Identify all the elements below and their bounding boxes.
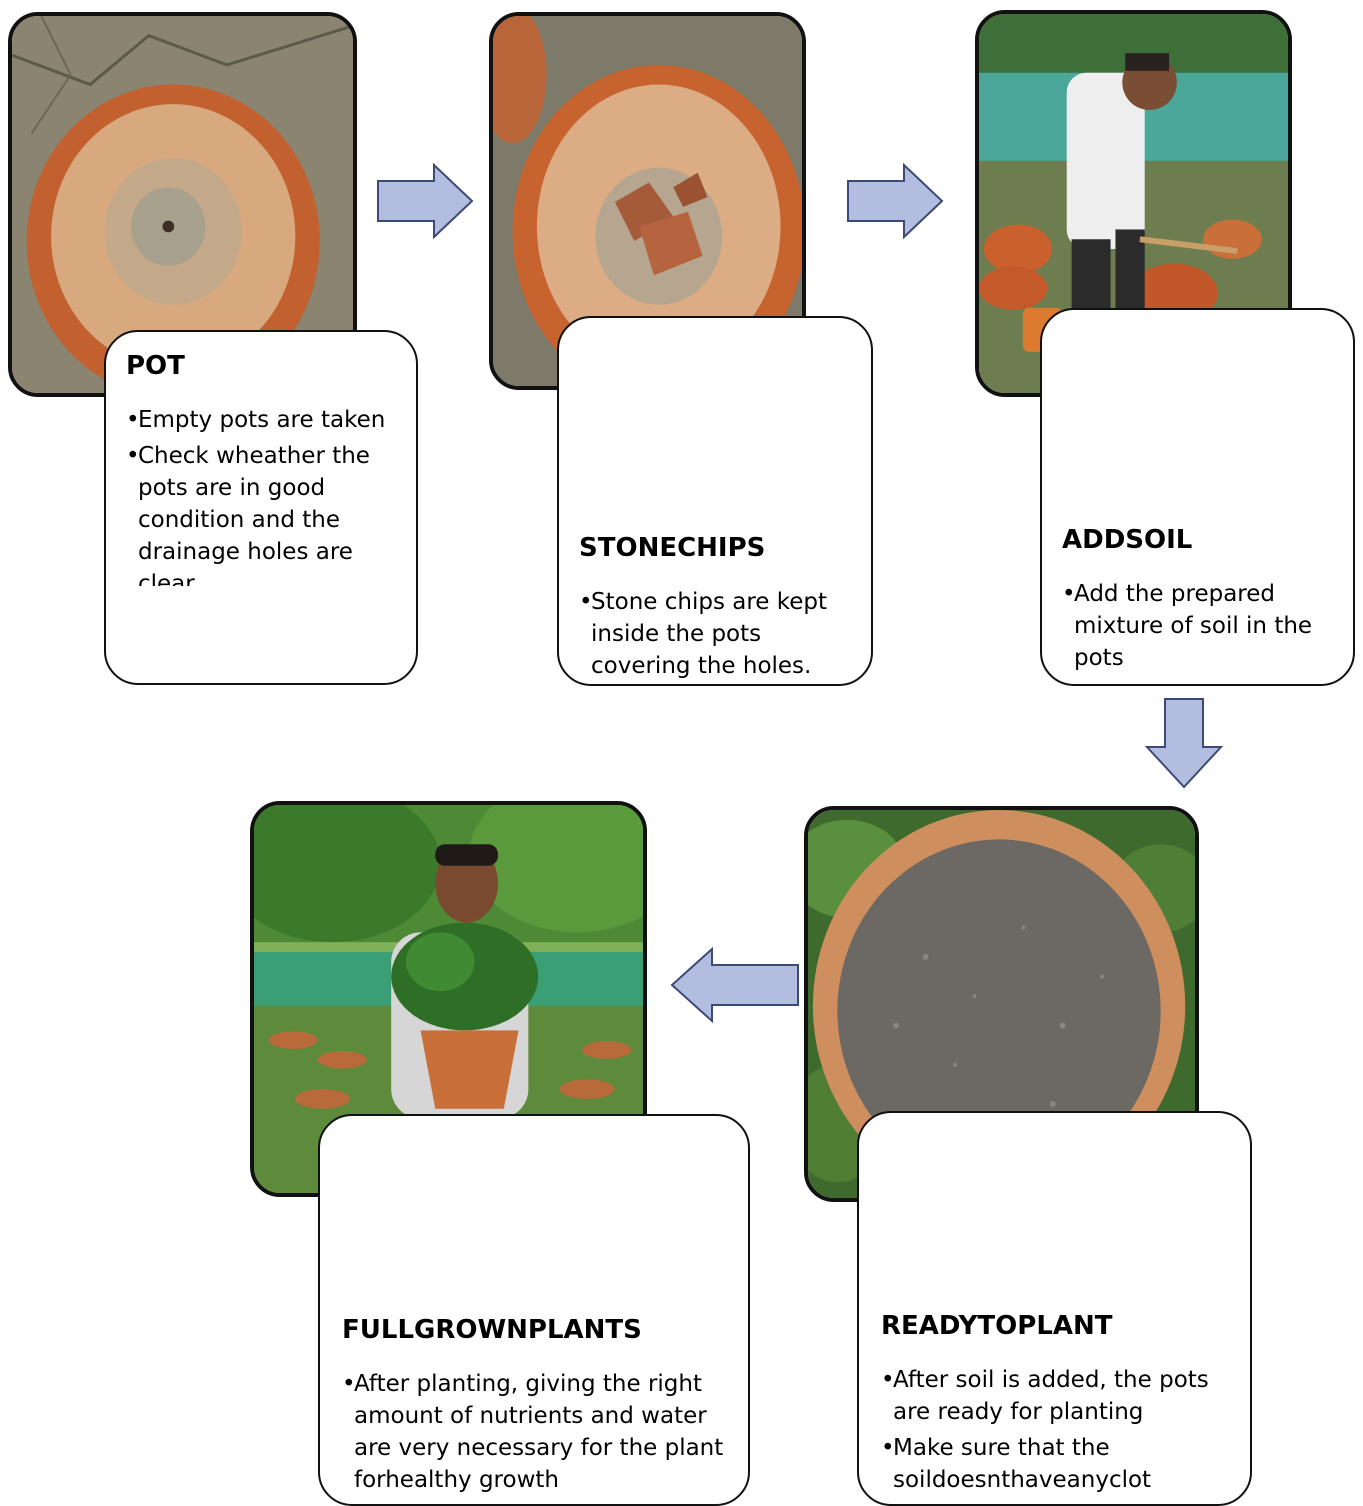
step-card-stonechips: STONECHIPS •Stone chips are kept inside … xyxy=(557,316,873,686)
step-bullets: •Stone chips are kept inside the pots co… xyxy=(579,586,849,682)
step-card-readytoplant: READYTOPLANT •After soil is added, the p… xyxy=(857,1111,1252,1506)
step-title: READYTOPLANT xyxy=(881,1310,1236,1342)
step-bullet: •Add the prepared mixture of soil in the… xyxy=(1062,578,1332,674)
bullet-icon: • xyxy=(881,1364,893,1396)
card-clip: READYTOPLANT •After soil is added, the p… xyxy=(881,1310,1236,1506)
step-card-fullgrownplants: FULLGROWNPLANTS •After planting, giving … xyxy=(318,1114,750,1506)
bullet-icon: • xyxy=(126,440,138,472)
bullet-text: After planting, giving the right amount … xyxy=(354,1371,723,1493)
bullet-icon: • xyxy=(1062,578,1074,610)
bullet-text: Add the prepared mixture of soil in the … xyxy=(1074,581,1312,671)
step-bullet: •Stone chips are kept inside the pots co… xyxy=(579,586,849,682)
arrow-right-icon xyxy=(846,163,946,243)
bullet-icon: • xyxy=(579,586,591,618)
step-bullets: •Add the prepared mixture of soil in the… xyxy=(1062,578,1332,674)
bullet-text: Check wheather the pots are in good cond… xyxy=(138,443,370,586)
card-clip: POT •Empty pots are taken •Check wheathe… xyxy=(126,350,386,586)
card-clip: ADDSOIL •Add the prepared mixture of soi… xyxy=(1062,524,1332,684)
step-card-addsoil: ADDSOIL •Add the prepared mixture of soi… xyxy=(1040,308,1355,686)
step-bullet: •Empty pots are taken xyxy=(126,404,386,436)
bullet-text: Stone chips are kept inside the pots cov… xyxy=(591,589,827,679)
bullet-text: After soil is added, the pots are ready … xyxy=(893,1367,1209,1425)
bullet-icon: • xyxy=(342,1368,354,1400)
card-clip: FULLGROWNPLANTS •After planting, giving … xyxy=(342,1314,734,1506)
arrow-down-icon xyxy=(1143,697,1225,791)
step-bullet: •Make sure that the soildoesnthaveanyclo… xyxy=(881,1432,1236,1496)
card-clip: STONECHIPS •Stone chips are kept inside … xyxy=(579,532,849,682)
step-title: ADDSOIL xyxy=(1062,524,1332,556)
step-bullets: •After planting, giving the right amount… xyxy=(342,1368,734,1496)
step-bullet: •Check wheather the pots are in good con… xyxy=(126,440,386,586)
step-card-pot: POT •Empty pots are taken •Check wheathe… xyxy=(104,330,418,685)
step-title: FULLGROWNPLANTS xyxy=(342,1314,734,1346)
step-title: STONECHIPS xyxy=(579,532,849,564)
step-bullets: •After soil is added, the pots are ready… xyxy=(881,1364,1236,1496)
step-bullet: •After soil is added, the pots are ready… xyxy=(881,1364,1236,1428)
step-bullets: •Empty pots are taken •Check wheather th… xyxy=(126,404,386,586)
bullet-icon: • xyxy=(126,404,138,436)
arrow-right-icon xyxy=(376,163,476,243)
bullet-text: Empty pots are taken xyxy=(138,407,385,433)
bullet-icon: • xyxy=(881,1432,893,1464)
bullet-text: Make sure that the soildoesnthaveanyclot xyxy=(893,1435,1151,1493)
step-title: POT xyxy=(126,350,386,382)
step-bullet: •After planting, giving the right amount… xyxy=(342,1368,734,1496)
arrow-left-icon xyxy=(668,947,802,1025)
